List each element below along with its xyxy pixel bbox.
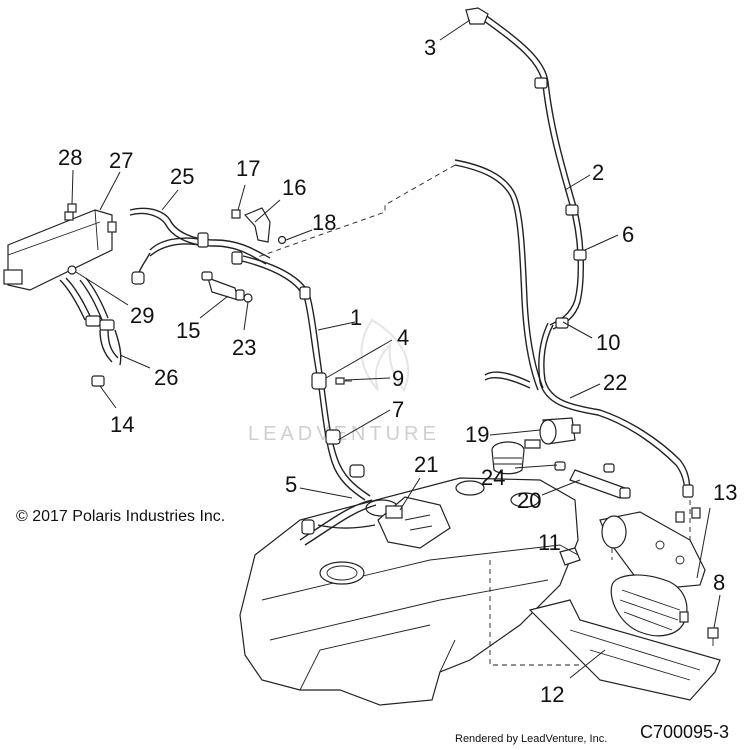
watermark-text: LEADVENTURE [248, 423, 440, 445]
vent-hose-upper [454, 159, 544, 391]
vent-hose-2 [465, 7, 587, 330]
callout-18: 18 [312, 210, 336, 235]
callout-17: 17 [236, 156, 260, 181]
callout-numbers: 1 2 3 4 5 6 7 8 9 10 11 12 13 14 15 16 1… [58, 35, 737, 707]
callout-26: 26 [154, 365, 178, 390]
valve-15 [201, 271, 245, 301]
callout-29: 29 [130, 303, 154, 328]
fuel-tank [239, 477, 579, 706]
callout-8: 8 [713, 570, 725, 595]
bolt-8 [707, 627, 719, 646]
callout-14: 14 [110, 412, 134, 437]
callout-11: 11 [538, 530, 561, 555]
rendered-by-text: Rendered by LeadVenture, Inc. [455, 733, 608, 745]
callout-25: 25 [170, 164, 194, 189]
clip-29 [67, 265, 77, 275]
callout-22: 22 [603, 370, 627, 395]
callout-7: 7 [392, 397, 404, 422]
callout-9: 9 [392, 366, 404, 391]
callout-1: 1 [350, 305, 362, 330]
vent-hose-5 [299, 499, 377, 546]
vent-hose-26 [59, 277, 122, 366]
module-27 [3, 209, 117, 291]
copyright-text: © 2017 Polaris Industries Inc. [16, 508, 226, 525]
callout-2: 2 [592, 160, 604, 185]
hose-20 [569, 463, 631, 499]
callout-3: 3 [424, 35, 436, 60]
nut-18 [277, 235, 287, 245]
callout-12: 12 [540, 682, 564, 707]
canister-bracket-13 [599, 507, 706, 591]
screw-9 [335, 377, 352, 385]
fuel-filter-19 [524, 417, 581, 449]
callout-5: 5 [285, 472, 297, 497]
callout-19: 19 [465, 422, 489, 447]
callout-13: 13 [713, 480, 737, 505]
fastener-28 [67, 203, 77, 213]
bracket-16 [231, 207, 271, 243]
callout-6: 6 [622, 222, 634, 247]
evap-canister-11 [559, 547, 689, 637]
callout-27: 27 [109, 148, 133, 173]
washer-23 [243, 293, 253, 303]
callout-24: 24 [481, 465, 505, 490]
vent-hose-1 [237, 255, 371, 501]
leader-lines [71, 19, 721, 679]
callout-21: 21 [414, 452, 438, 477]
drawing-code: C700095-3 [640, 722, 730, 742]
callout-20: 20 [517, 488, 541, 513]
fuel-pump-plate [377, 496, 451, 549]
callout-28: 28 [58, 145, 82, 170]
callout-10: 10 [596, 330, 620, 355]
watermark-logo [360, 318, 410, 392]
callout-4: 4 [397, 325, 409, 350]
vent-hose-22 [538, 322, 694, 498]
callout-23: 23 [232, 335, 256, 360]
callout-16: 16 [282, 175, 306, 200]
vent-hose-25 [129, 207, 271, 285]
callout-15: 15 [176, 318, 200, 343]
clamp-14 [91, 375, 105, 387]
heat-shield-12 [528, 599, 721, 701]
